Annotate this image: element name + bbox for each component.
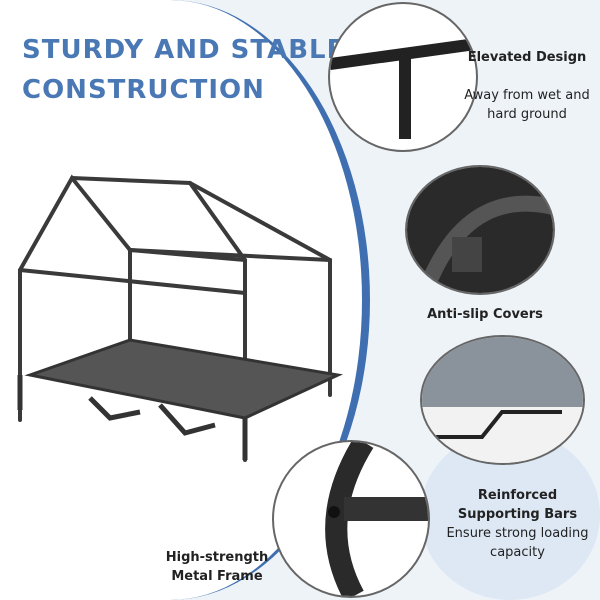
detail-elevated-leg bbox=[328, 2, 478, 152]
feature-reinforced: Reinforced Supporting Bars Ensure strong… bbox=[440, 486, 595, 562]
detail-metal-frame bbox=[272, 440, 430, 598]
feature-heading: Anti-slip Covers bbox=[427, 307, 543, 322]
feature-heading: High-strength Metal Frame bbox=[165, 550, 269, 584]
title-line-2: CONSTRUCTION bbox=[22, 75, 265, 105]
feature-heading: Reinforced Supporting Bars bbox=[457, 488, 578, 522]
feature-anti-slip: Anti-slip Covers bbox=[420, 305, 550, 324]
feature-detail: Away from wet and hard ground bbox=[464, 88, 590, 122]
title-line-1: STURDY AND STABLE bbox=[22, 35, 346, 65]
feature-detail: Ensure strong loading capacity bbox=[446, 526, 589, 560]
page-title: STURDY AND STABLE CONSTRUCTION bbox=[22, 30, 345, 110]
feature-metal-frame: High-strength Metal Frame bbox=[162, 548, 272, 586]
detail-supporting-bars bbox=[420, 335, 585, 465]
detail-anti-slip-cover bbox=[405, 165, 555, 295]
feature-elevated: Elevated Design Away from wet and hard g… bbox=[462, 48, 592, 124]
pet-bed-frame-image bbox=[17, 174, 344, 462]
feature-heading: Elevated Design bbox=[467, 50, 587, 65]
